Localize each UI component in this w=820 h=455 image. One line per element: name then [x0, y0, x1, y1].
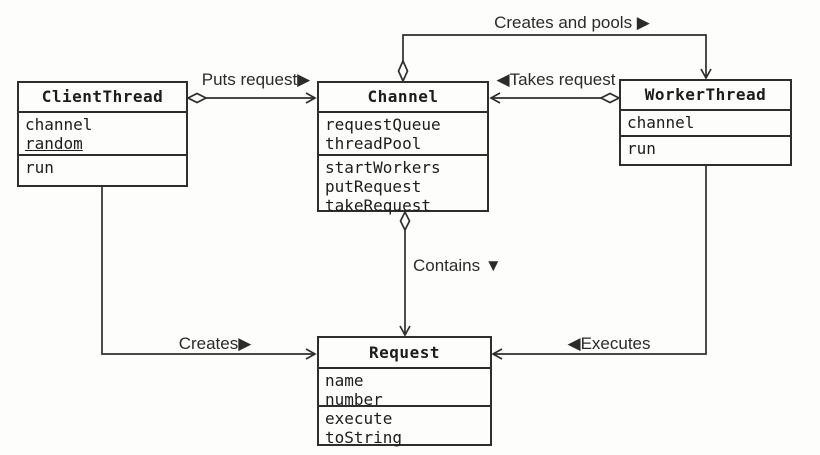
class-request: Request name number execute toString: [317, 336, 492, 447]
executes-connector: [491, 166, 707, 360]
method: putRequest: [325, 177, 422, 196]
label-creates: Creates▶: [178, 334, 252, 353]
class-channel: Channel requestQueue threadPool startWor…: [317, 81, 489, 215]
label-puts-request: Puts request▶: [201, 70, 311, 89]
label-contains: Contains ▼: [413, 256, 502, 275]
class-clientthread: ClientThread channel random run: [17, 81, 188, 187]
method: run: [627, 139, 656, 158]
class-channel-methods: startWorkers putRequest takeRequest: [319, 156, 487, 215]
creates-connector: [101, 187, 317, 360]
attribute: random: [25, 134, 83, 153]
creates-and-pools-connector: [397, 34, 712, 84]
contains-connector: [399, 210, 411, 337]
class-request-methods: execute toString: [319, 407, 490, 447]
method: takeRequest: [325, 196, 431, 215]
class-channel-name: Channel: [319, 83, 487, 113]
class-clientthread-attributes: channel random: [19, 113, 186, 156]
class-workerthread-methods: run: [621, 137, 790, 162]
method: run: [25, 158, 54, 177]
label-executes: ◀Executes: [567, 334, 651, 353]
class-workerthread: WorkerThread channel run: [619, 79, 792, 166]
attribute: name: [325, 371, 364, 390]
takes-request-connector: [489, 92, 621, 104]
method: startWorkers: [325, 158, 441, 177]
attribute: number: [325, 390, 383, 409]
attribute: requestQueue: [325, 115, 441, 134]
class-clientthread-name: ClientThread: [19, 83, 186, 113]
class-request-attributes: name number: [319, 369, 490, 409]
class-workerthread-attributes: channel: [621, 111, 790, 137]
attribute: channel: [25, 115, 93, 134]
label-takes-request: ◀Takes request: [496, 70, 616, 89]
label-creates-and-pools: Creates and pools ▶: [494, 13, 650, 32]
method: execute: [325, 409, 393, 428]
class-request-name: Request: [319, 338, 490, 369]
class-clientthread-methods: run: [19, 156, 186, 183]
attribute: threadPool: [325, 134, 422, 153]
attribute: channel: [627, 113, 695, 132]
class-channel-attributes: requestQueue threadPool: [319, 113, 487, 156]
class-workerthread-name: WorkerThread: [621, 81, 790, 111]
puts-request-connector: [186, 92, 317, 104]
method: toString: [325, 428, 403, 447]
